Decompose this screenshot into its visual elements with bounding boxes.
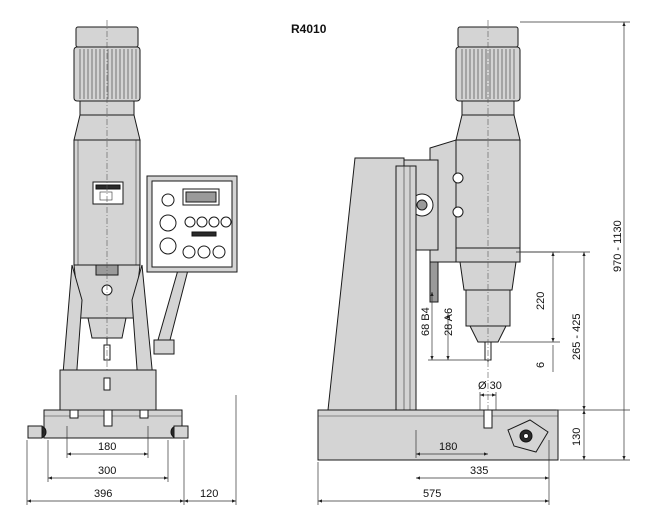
front-dim-300: 300 bbox=[98, 465, 116, 477]
side-dim-68b4: 68 B4 bbox=[420, 307, 432, 336]
front-dim-120: 120 bbox=[200, 488, 218, 500]
front-dim-180: 180 bbox=[98, 441, 116, 453]
side-base bbox=[317, 409, 559, 461]
front-dim-396: 396 bbox=[94, 488, 112, 500]
side-dim-575: 575 bbox=[423, 488, 441, 500]
drawing-title: R4010 bbox=[291, 22, 327, 36]
side-dim-spindle-dia: Ø 30 bbox=[478, 380, 502, 392]
side-head bbox=[403, 20, 521, 430]
side-column bbox=[327, 157, 439, 411]
side-dim-130: 130 bbox=[571, 428, 583, 446]
front-view: 180 300 396 120 bbox=[26, 20, 238, 505]
front-motor bbox=[73, 26, 141, 141]
front-pedestal bbox=[27, 264, 189, 439]
side-dim-970-1130: 970 - 1130 bbox=[612, 220, 624, 272]
side-dim-335: 335 bbox=[470, 465, 488, 477]
front-control-panel bbox=[146, 175, 238, 355]
side-dim-6: 6 bbox=[535, 362, 547, 368]
side-dimensions bbox=[317, 21, 630, 505]
front-column bbox=[73, 20, 141, 430]
side-view: 180 335 575 Ø 30 220 68 B4 28 A6 265 - 4… bbox=[317, 20, 630, 505]
front-dimensions bbox=[26, 395, 237, 505]
side-dim-28a6: 28 A6 bbox=[443, 308, 455, 336]
side-dim-180: 180 bbox=[439, 441, 457, 453]
side-dim-220: 220 bbox=[535, 292, 547, 310]
side-dim-265-425: 265 - 425 bbox=[571, 314, 583, 360]
